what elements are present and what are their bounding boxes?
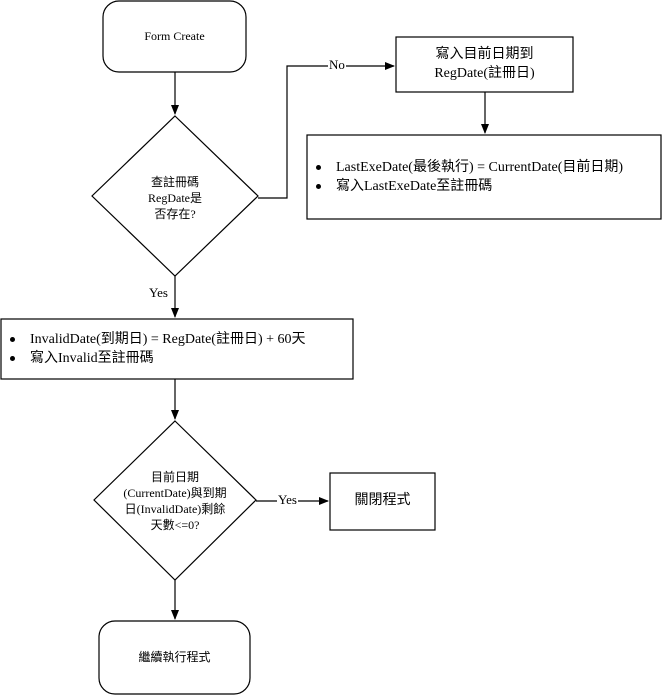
set-lastexe-shape	[306, 134, 662, 220]
edge-label-yes-2: Yes	[277, 492, 298, 508]
write-regdate-line-1: 寫入目前日期到	[435, 47, 534, 62]
set-lastexe-list: LastExeDate(最後執行) = CurrentDate(目前日期) 寫入…	[310, 158, 623, 196]
check-remaining-line-3: 日(InvalidDate)剩餘	[124, 502, 226, 516]
set-invalid-list: InvalidDate(到期日) = RegDate(註冊日) + 60天 寫入…	[4, 330, 306, 368]
check-remaining-line-2: (CurrentDate)與到期	[123, 486, 227, 500]
check-regdate-line-3: 否存在?	[154, 207, 196, 221]
check-regdate-label: 查註冊碼 RegDate是 否存在?	[118, 174, 232, 222]
edge-label-no: No	[328, 57, 346, 73]
check-regdate-line-1: 查註冊碼	[150, 175, 199, 189]
set-lastexe-item-1: LastExeDate(最後執行) = CurrentDate(目前日期)	[310, 158, 623, 177]
check-remaining-label: 目前日期 (CurrentDate)與到期 日(InvalidDate)剩餘 天…	[100, 469, 250, 533]
check-regdate-line-2: RegDate是	[148, 191, 202, 205]
set-invalid-shape	[0, 318, 354, 380]
continue-program-label: 繼續執行程式	[138, 650, 211, 664]
check-remaining-line-1: 目前日期	[150, 470, 199, 484]
close-program-shape	[329, 472, 436, 531]
set-invalid-item-2: 寫入Invalid至註冊碼	[4, 349, 306, 368]
write-regdate-label: 寫入目前日期到 RegDate(註冊日)	[396, 45, 573, 83]
write-regdate-line-2: RegDate(註冊日)	[434, 66, 535, 81]
check-remaining-line-4: 天數<=0?	[150, 518, 200, 532]
continue-program-shape	[98, 620, 251, 695]
set-lastexe-item-2: 寫入LastExeDate至註冊碼	[310, 177, 623, 196]
close-program-label: 關閉程式	[354, 493, 411, 508]
write-regdate-shape	[395, 36, 574, 93]
set-invalid-item-1: InvalidDate(到期日) = RegDate(註冊日) + 60天	[4, 330, 306, 349]
edge-label-yes-1: Yes	[148, 285, 169, 301]
start-label: Form Create	[144, 29, 205, 43]
